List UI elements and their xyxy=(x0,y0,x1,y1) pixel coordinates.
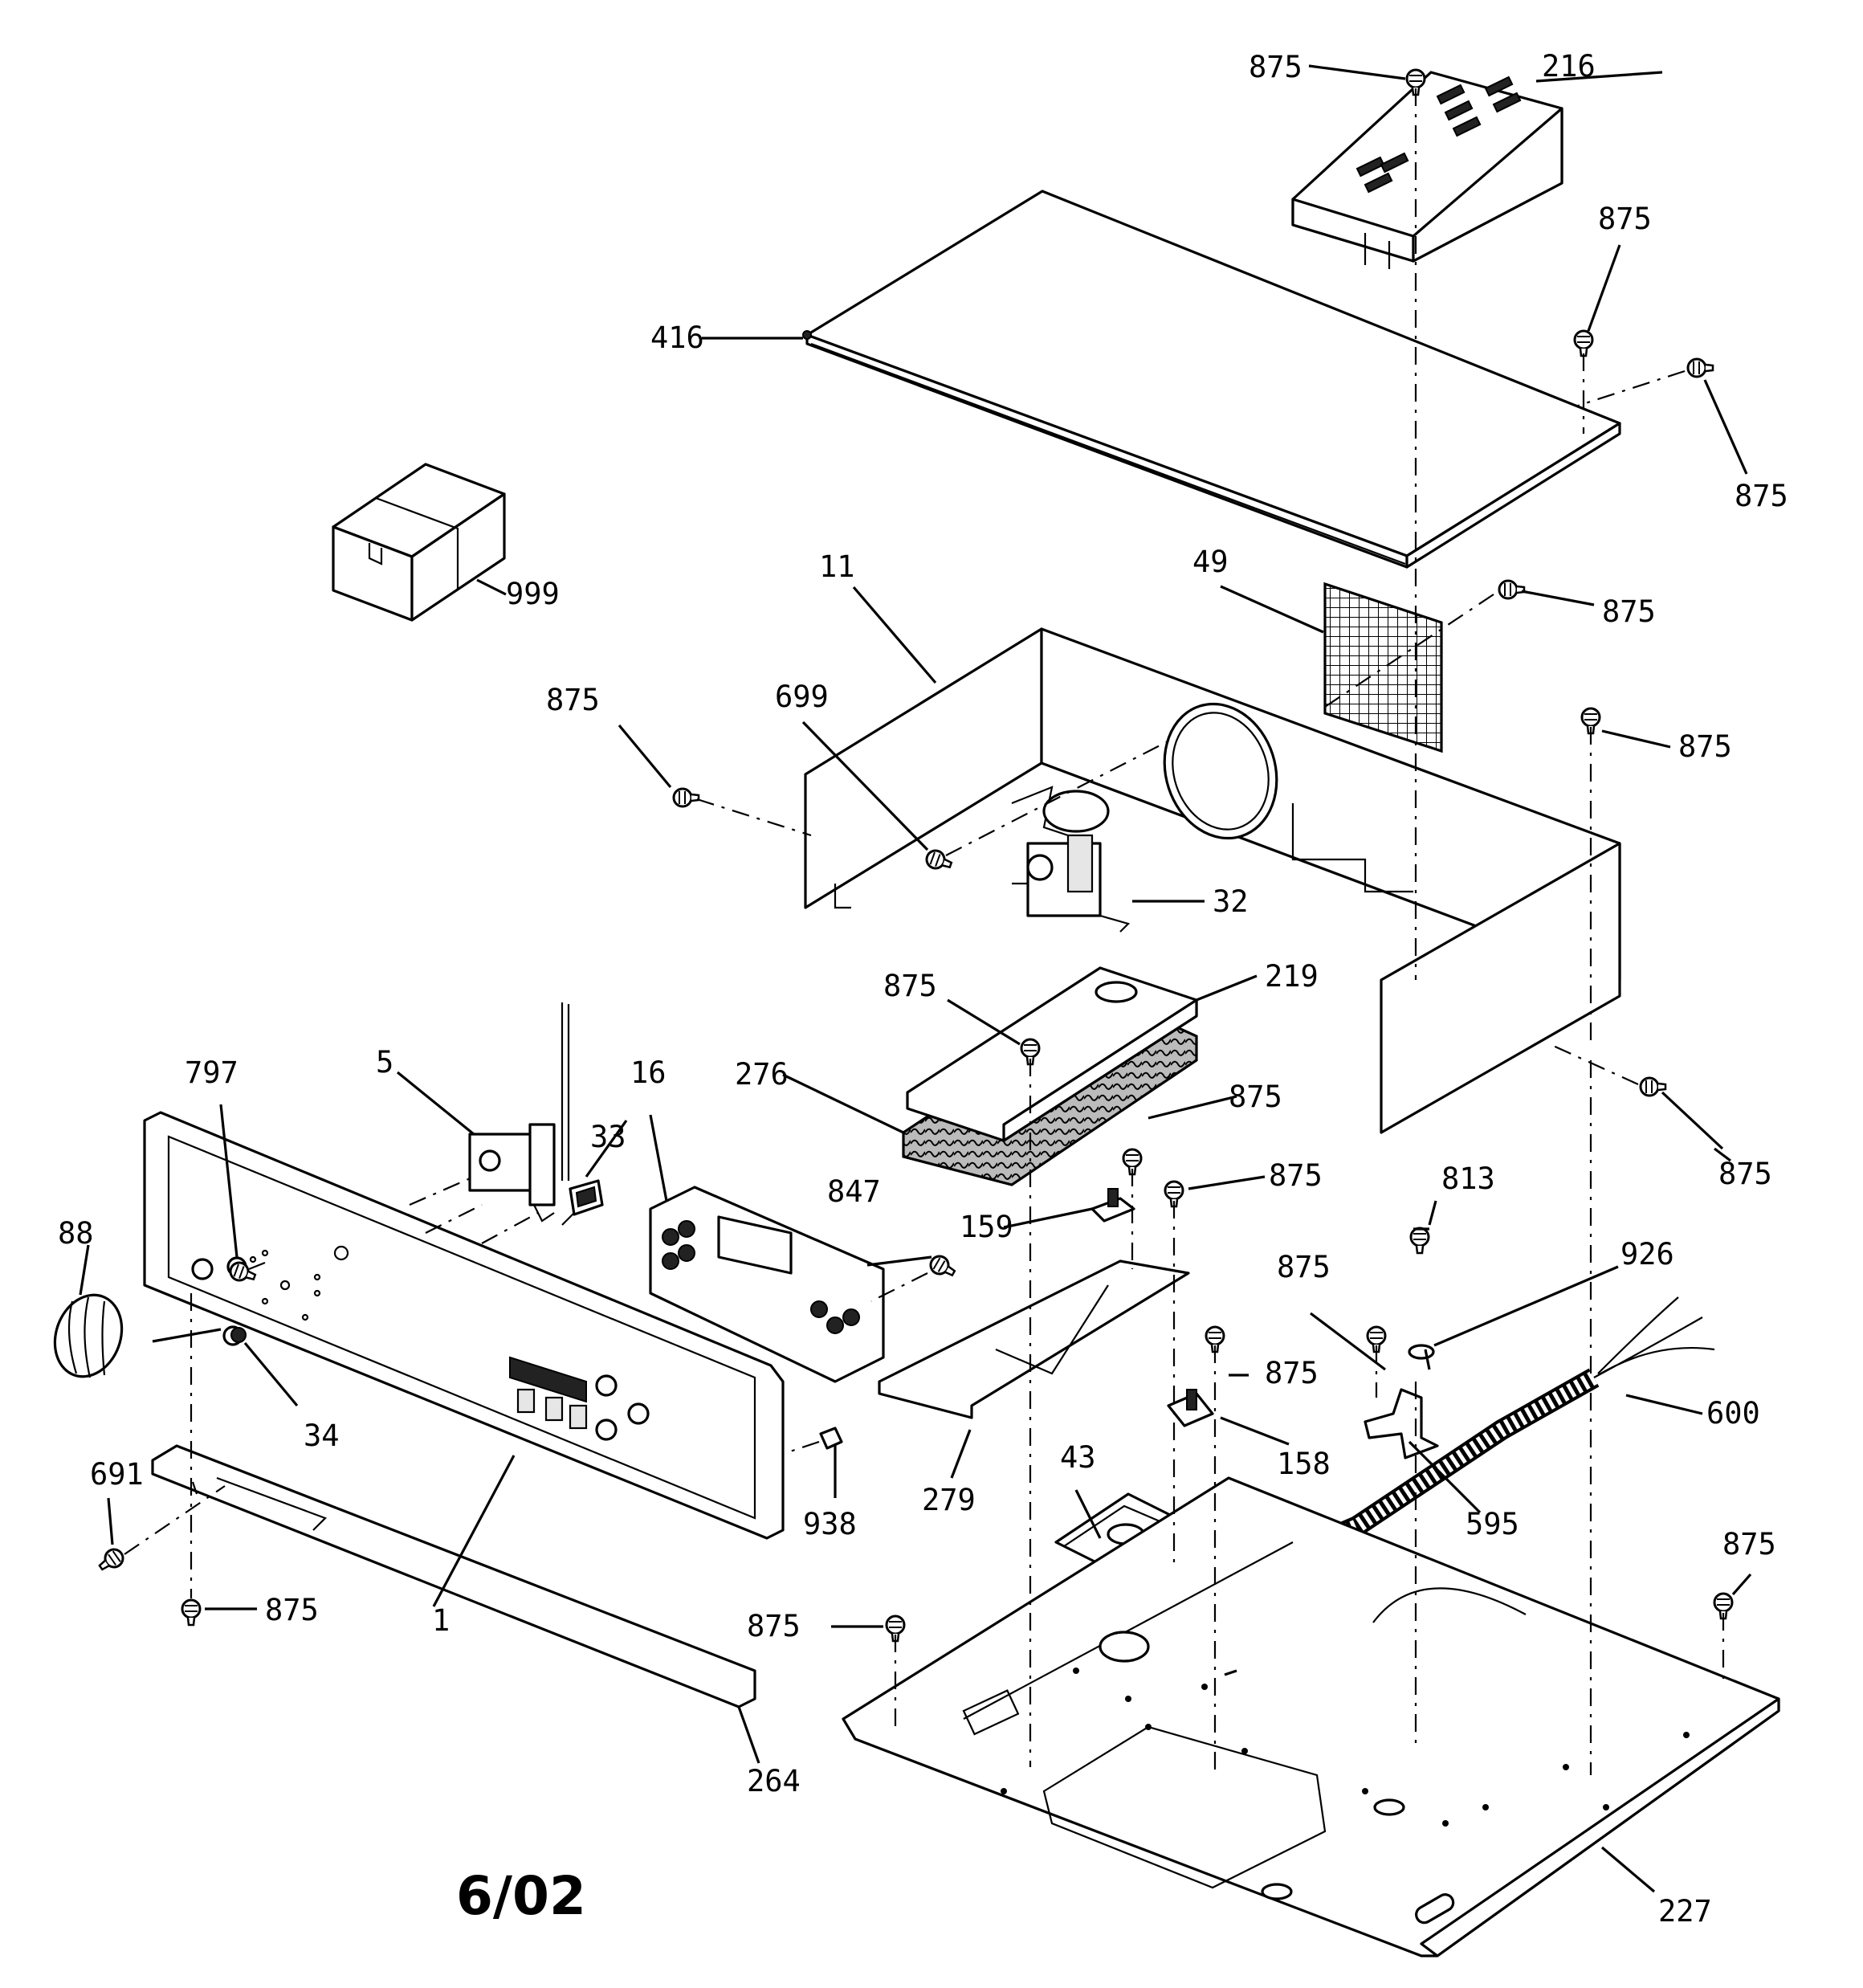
callout-1: 1 xyxy=(432,1603,450,1638)
callout-699: 699 xyxy=(775,680,829,714)
leader-lines xyxy=(79,64,1752,1893)
trim-264 xyxy=(151,1444,756,1708)
callout-875-right-cover: 875 xyxy=(1735,479,1788,513)
callout-875-grommet: 875 xyxy=(1277,1250,1331,1284)
callout-875-mesh: 875 xyxy=(1602,594,1656,629)
callout-875-bracket-a: 875 xyxy=(1229,1080,1282,1114)
bracket-159 xyxy=(1090,1188,1135,1223)
callout-216: 216 xyxy=(1542,49,1596,84)
screw-699 xyxy=(923,847,956,875)
callout-600: 600 xyxy=(1706,1396,1760,1431)
callout-49: 49 xyxy=(1192,545,1229,579)
callout-32: 32 xyxy=(1213,884,1249,919)
top-cover-416 xyxy=(802,190,1621,569)
control-board-16 xyxy=(649,1186,885,1383)
callout-797: 797 xyxy=(185,1055,238,1090)
callout-999: 999 xyxy=(506,577,560,611)
callout-875-shield: 875 xyxy=(883,969,937,1003)
callout-33: 33 xyxy=(590,1120,626,1154)
control-panel-1 xyxy=(143,1111,785,1540)
callout-labels: 875 216 875 416 875 999 11 49 875 875 69… xyxy=(58,49,1788,1929)
base-pan-227 xyxy=(842,1476,1780,1957)
callout-264: 264 xyxy=(747,1764,801,1798)
callout-875-base-right: 875 xyxy=(1722,1527,1776,1561)
callout-416: 416 xyxy=(650,320,704,355)
callout-43: 43 xyxy=(1060,1440,1096,1475)
shield-219 xyxy=(906,966,1198,1142)
screw-813 xyxy=(1409,1227,1430,1255)
callout-875-strain: 875 xyxy=(1265,1356,1319,1390)
callout-875-bracket-b: 875 xyxy=(1269,1158,1323,1193)
callout-227: 227 xyxy=(1658,1894,1712,1929)
callout-926: 926 xyxy=(1620,1237,1674,1272)
fan-motor-32 xyxy=(1011,786,1131,933)
knob-88 xyxy=(53,1293,124,1378)
callout-938: 938 xyxy=(803,1507,857,1541)
mesh-filter-49 xyxy=(1323,582,1443,753)
callout-5: 5 xyxy=(376,1045,393,1080)
callout-276: 276 xyxy=(735,1057,789,1092)
callout-691: 691 xyxy=(90,1457,144,1492)
callout-595: 595 xyxy=(1466,1507,1519,1541)
callout-875-top: 875 xyxy=(1249,50,1302,84)
date-code: 6/02 xyxy=(456,1865,586,1927)
callout-847: 847 xyxy=(827,1174,881,1209)
callout-158: 158 xyxy=(1277,1447,1331,1481)
vent-cover-216 xyxy=(1291,71,1563,269)
bracket-158 xyxy=(1167,1389,1214,1427)
callout-875-left-wrapper: 875 xyxy=(546,683,600,717)
callout-875-base-left: 875 xyxy=(747,1609,801,1643)
assembly-lines xyxy=(124,88,1725,1775)
callout-875-right-top: 875 xyxy=(1598,202,1652,236)
callout-219: 219 xyxy=(1265,959,1319,994)
callout-279: 279 xyxy=(922,1483,976,1517)
duct-279 xyxy=(878,1259,1190,1419)
thermostat-5 xyxy=(468,1002,570,1223)
outer-wrapper-11 xyxy=(804,627,1621,1134)
screw-691 xyxy=(94,1545,128,1576)
callout-159: 159 xyxy=(960,1210,1013,1244)
carton-999 xyxy=(332,463,506,622)
grommet-926 xyxy=(1408,1344,1435,1360)
switch-33 xyxy=(569,1179,604,1216)
callout-34: 34 xyxy=(304,1419,340,1453)
screw-34 xyxy=(230,1327,247,1343)
callout-875-right-wrapper: 875 xyxy=(1678,729,1732,764)
callout-875-side-panel: 875 xyxy=(1718,1157,1772,1191)
callout-16: 16 xyxy=(630,1055,667,1090)
strain-relief-595 xyxy=(1364,1388,1439,1459)
callout-88: 88 xyxy=(58,1216,94,1251)
callout-11: 11 xyxy=(819,549,855,584)
callout-813: 813 xyxy=(1441,1161,1495,1196)
clip-938 xyxy=(819,1427,843,1450)
screw-847 xyxy=(926,1251,960,1283)
callout-875-trim: 875 xyxy=(265,1593,319,1627)
